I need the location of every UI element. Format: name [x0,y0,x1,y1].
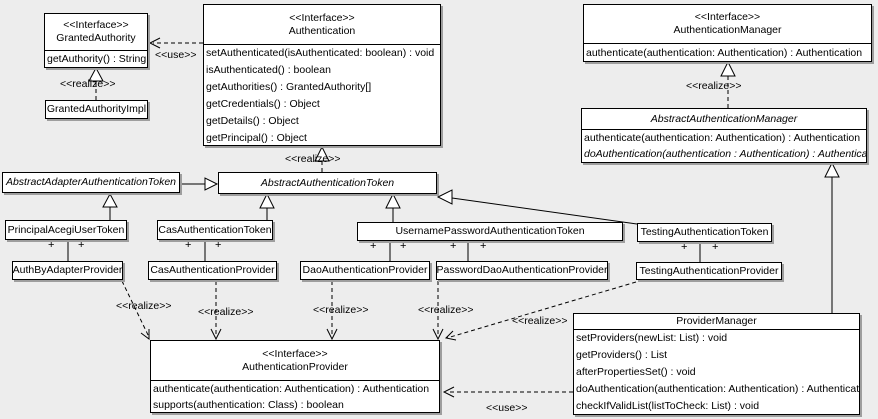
class-method: getProviders() : List [576,349,668,361]
class-name: AbstractAuthenticationToken [260,176,395,189]
class-method: authenticate(authentication: Authenticat… [586,47,863,59]
class-name: AbstractAuthenticationManager [650,112,798,125]
class-name: GrantedAuthority [56,32,136,44]
class-method: supports(authentication: Class) : boolea… [153,399,344,411]
class-stereotype: <<Interface>> [694,11,761,24]
plus-label: + [400,240,407,252]
class-method: getDetails() : Object [206,115,299,127]
class-method: isAuthenticated() : boolean [206,64,331,76]
realize-label: <<realize>> [116,300,172,312]
class-box-authentication: <<Interface>> Authentication setAuthenti… [203,4,441,146]
plus-label: + [78,239,85,251]
class-box-testing-authentication-token: TestingAuthenticationToken [637,223,772,242]
class-name: UsernamePasswordAuthenticationToken [395,225,585,238]
dashed-edges [95,42,729,393]
class-box-abstract-authentication-token: AbstractAuthenticationToken [218,172,437,194]
class-box-cas-authentication-token: CasAuthenticationToken [157,220,273,240]
plus-label: + [185,239,192,251]
open-arrowheads [140,37,457,398]
class-name: AbstractAdapterAuthenticationToken [5,176,177,189]
class-box-authentication-manager: <<Interface>> AuthenticationManager auth… [583,4,872,62]
class-box-granted-authority-impl: GrantedAuthorityImpl [45,100,148,119]
realize-label: <<realize>> [418,304,474,316]
realize-label: <<realize>> [60,78,116,90]
class-box-cas-authentication-provider: CasAuthenticationProvider [148,261,277,280]
use-label: <<use>> [155,49,197,61]
realize-label: <<realize>> [686,80,742,92]
class-method: authenticate(authentication: Authenticat… [153,383,430,395]
use-label: <<use>> [486,402,528,414]
class-name: AuthenticationManager [673,24,782,36]
plus-label: + [681,241,688,253]
class-box-dao-authentication-provider: DaoAuthenticationProvider [300,261,430,280]
class-method: doAuthentication(authentication : Authen… [584,148,866,160]
class-name: PrincipalAcegiUserToken [7,223,125,236]
class-name: ProviderManager [676,315,757,328]
class-box-abstract-adapter-authentication-token: AbstractAdapterAuthenticationToken [2,172,180,193]
class-name: PasswordDaoAuthenticationProvider [436,264,608,277]
class-method: getPrincipal() : Object [206,132,307,144]
plus-label: + [480,240,487,252]
class-box-granted-authority: <<Interface>> GrantedAuthority getAuthor… [44,13,148,68]
class-name: AuthenticationProvider [242,360,348,373]
class-name: TestingAuthenticationProvider [639,264,779,277]
class-name: CasAuthenticationToken [158,223,272,236]
realize-label: <<realize>> [285,153,341,165]
class-box-provider-manager: ProviderManager setProviders(newList: Li… [573,313,860,415]
plus-label: + [712,241,719,253]
class-stereotype: <<Interface>> [289,11,355,24]
realize-label: <<realize>> [512,315,568,327]
generalization-edges [67,177,833,313]
class-box-authentication-provider: <<Interface>> AuthenticationProvider aut… [150,340,440,413]
class-box-password-dao-authentication-provider: PasswordDaoAuthenticationProvider [436,261,608,280]
realize-label: <<realize>> [198,306,254,318]
class-name: AuthByAdapterProvider [12,264,123,277]
class-method: getCredentials() : Object [206,98,320,110]
realize-arrowheads [88,60,736,162]
class-box-auth-by-adapter-provider: AuthByAdapterProvider [12,261,123,280]
class-name: Authentication [288,24,356,37]
class-box-username-password-authentication-token: UsernamePasswordAuthenticationToken [357,222,623,241]
class-box-abstract-authentication-manager: AbstractAuthenticationManager authentica… [581,108,867,163]
class-method: checkIfValidList(listToCheck: List) : vo… [576,400,760,412]
plus-label: + [370,240,377,252]
plus-label: + [450,240,457,252]
class-name: TestingAuthenticationToken [640,226,769,239]
class-method: getAuthorities() : GrantedAuthority[] [206,81,372,93]
realize-label: <<realize>> [313,304,369,316]
class-method: afterPropertiesSet() : void [576,366,696,378]
class-box-principal-acegi-user-token: PrincipalAcegiUserToken [5,220,127,240]
class-name: DaoAuthenticationProvider [302,264,428,277]
class-name: GrantedAuthorityImpl [46,103,147,116]
class-stereotype: <<Interface>> [63,19,129,32]
class-method: setProviders(newList: List) : void [576,332,728,344]
class-method: setAuthenticated(isAuthenticated: boolea… [206,47,435,59]
class-name: CasAuthenticationProvider [150,264,275,277]
class-box-testing-authentication-provider: TestingAuthenticationProvider [636,262,782,280]
class-method: authenticate(authentication: Authenticat… [584,132,861,144]
plus-label: + [215,239,222,251]
generalization-arrowheads [102,161,840,209]
class-method: getAuthority() : String [47,53,147,65]
class-method: doAuthentication(authentication: Authent… [576,383,859,395]
plus-label: + [48,239,55,251]
class-stereotype: <<Interface>> [262,347,328,360]
